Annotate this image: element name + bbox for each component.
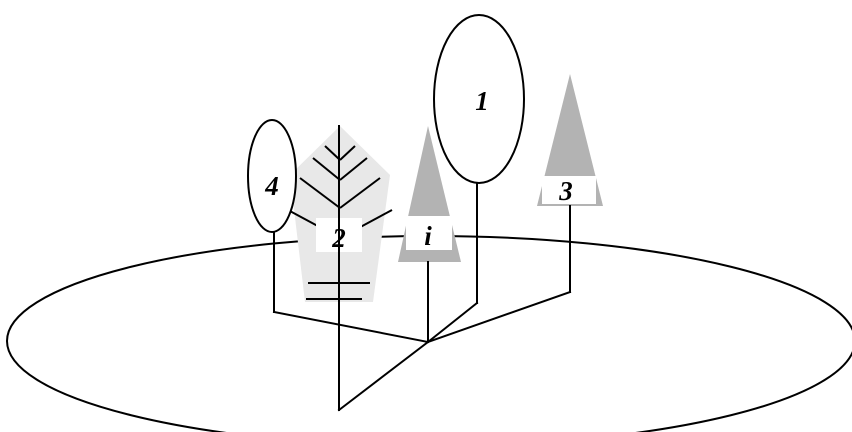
- connector-i-to-2: [339, 342, 428, 410]
- tree-3-label: 3: [558, 176, 573, 206]
- connector-3-to-i: [428, 292, 570, 342]
- connector-4-to-i: [274, 312, 428, 342]
- tree-i-label: i: [424, 221, 432, 251]
- ground-plot-ellipse: [7, 236, 852, 432]
- tree-4: 4: [248, 120, 296, 232]
- tree-1-label: 1: [475, 86, 489, 116]
- connector-1-to-i: [428, 303, 477, 342]
- tree-3: 3: [537, 74, 603, 206]
- tree-1: 1: [434, 15, 524, 183]
- tree-4-label: 4: [264, 171, 279, 201]
